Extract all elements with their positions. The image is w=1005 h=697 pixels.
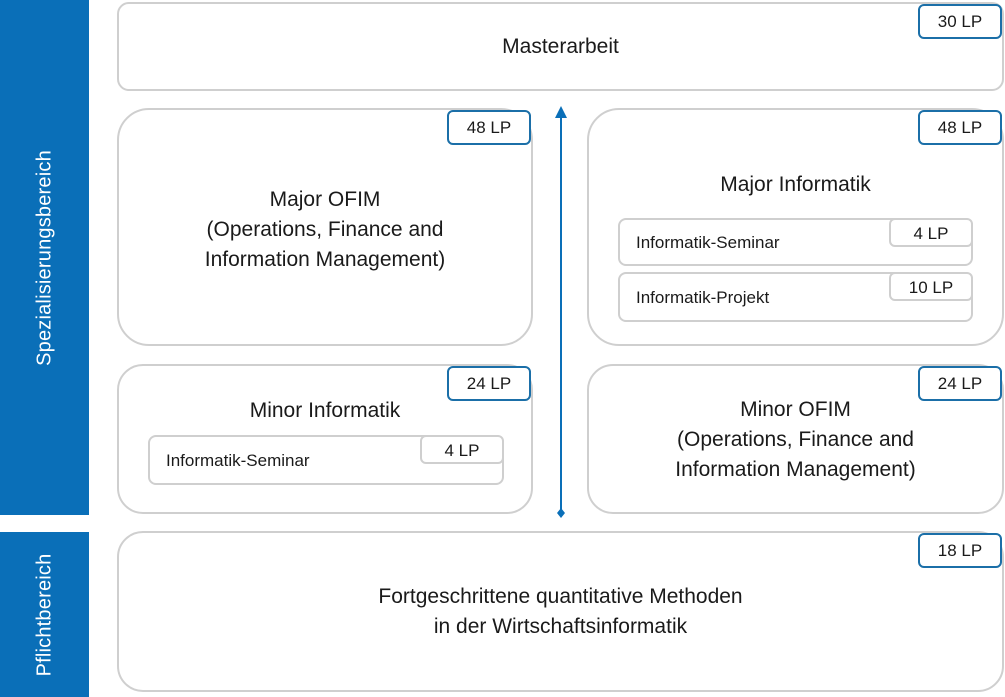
masterarbeit-box: Masterarbeit 30 LP (117, 2, 1004, 91)
methoden-lp-badge: 18 LP (918, 533, 1002, 568)
minor-informatik-box: 24 LP Minor Informatik Informatik-Semina… (117, 364, 533, 514)
major-informatik-projekt-lp: 10 LP (889, 272, 973, 301)
methoden-title-line-1: Fortgeschrittene quantitative Methoden (378, 585, 743, 608)
minor-ofim-box: 24 LP Minor OFIM (Operations, Finance an… (587, 364, 1004, 514)
major-ofim-box: 48 LP Major OFIM (Operations, Finance an… (117, 108, 533, 346)
major-informatik-title: Major Informatik (720, 173, 871, 196)
major-informatik-lp-badge: 48 LP (918, 110, 1002, 145)
minor-ofim-title-line-3: Information Management) (675, 458, 916, 481)
minor-informatik-seminar-label: Informatik-Seminar (166, 451, 310, 470)
methoden-title-line-2: in der Wirtschaftsinformatik (433, 615, 688, 638)
major-ofim-title: Major OFIM (Operations, Finance and Info… (119, 185, 531, 275)
major-informatik-projekt-item: Informatik-Projekt 10 LP (618, 272, 973, 322)
major-informatik-seminar-lp: 4 LP (889, 218, 973, 247)
major-ofim-title-line-3: Information Management) (204, 248, 446, 271)
major-informatik-seminar-item: Informatik-Seminar 4 LP (618, 218, 973, 266)
sidebar-label-spezialisierungsbereich: Spezialisierungsbereich (33, 149, 55, 366)
minor-informatik-lp-badge: 24 LP (447, 366, 531, 401)
sidebar-pflichtbereich: Pflichtbereich (0, 532, 89, 697)
major-informatik-box: 48 LP Major Informatik Informatik-Semina… (587, 108, 1004, 346)
sidebar-label-pflichtbereich: Pflichtbereich (33, 553, 55, 676)
minor-ofim-title: Minor OFIM (Operations, Finance and Info… (589, 395, 1002, 485)
minor-informatik-title: Minor Informatik (249, 399, 401, 422)
sidebar-spezialisierungsbereich: Spezialisierungsbereich (0, 0, 89, 515)
minor-informatik-seminar-item: Informatik-Seminar 4 LP (148, 435, 504, 485)
major-informatik-seminar-label: Informatik-Seminar (636, 233, 780, 252)
masterarbeit-title: Masterarbeit (502, 35, 619, 58)
masterarbeit-lp-badge: 30 LP (918, 4, 1002, 39)
methoden-box: 18 LP Fortgeschrittene quantitative Meth… (117, 531, 1004, 692)
minor-ofim-lp-badge: 24 LP (918, 366, 1002, 401)
major-ofim-lp-badge: 48 LP (447, 110, 531, 145)
methoden-title: Fortgeschrittene quantitative Methoden i… (119, 582, 1002, 642)
minor-ofim-title-line-1: Minor OFIM (740, 398, 851, 421)
minor-informatik-seminar-lp: 4 LP (420, 435, 504, 464)
major-ofim-title-line-1: Major OFIM (269, 188, 381, 211)
double-ended-vertical-arrow-icon (555, 106, 567, 518)
minor-ofim-title-line-2: (Operations, Finance and (677, 428, 914, 451)
major-ofim-title-line-2: (Operations, Finance and (206, 218, 444, 241)
major-informatik-projekt-label: Informatik-Projekt (636, 288, 770, 307)
